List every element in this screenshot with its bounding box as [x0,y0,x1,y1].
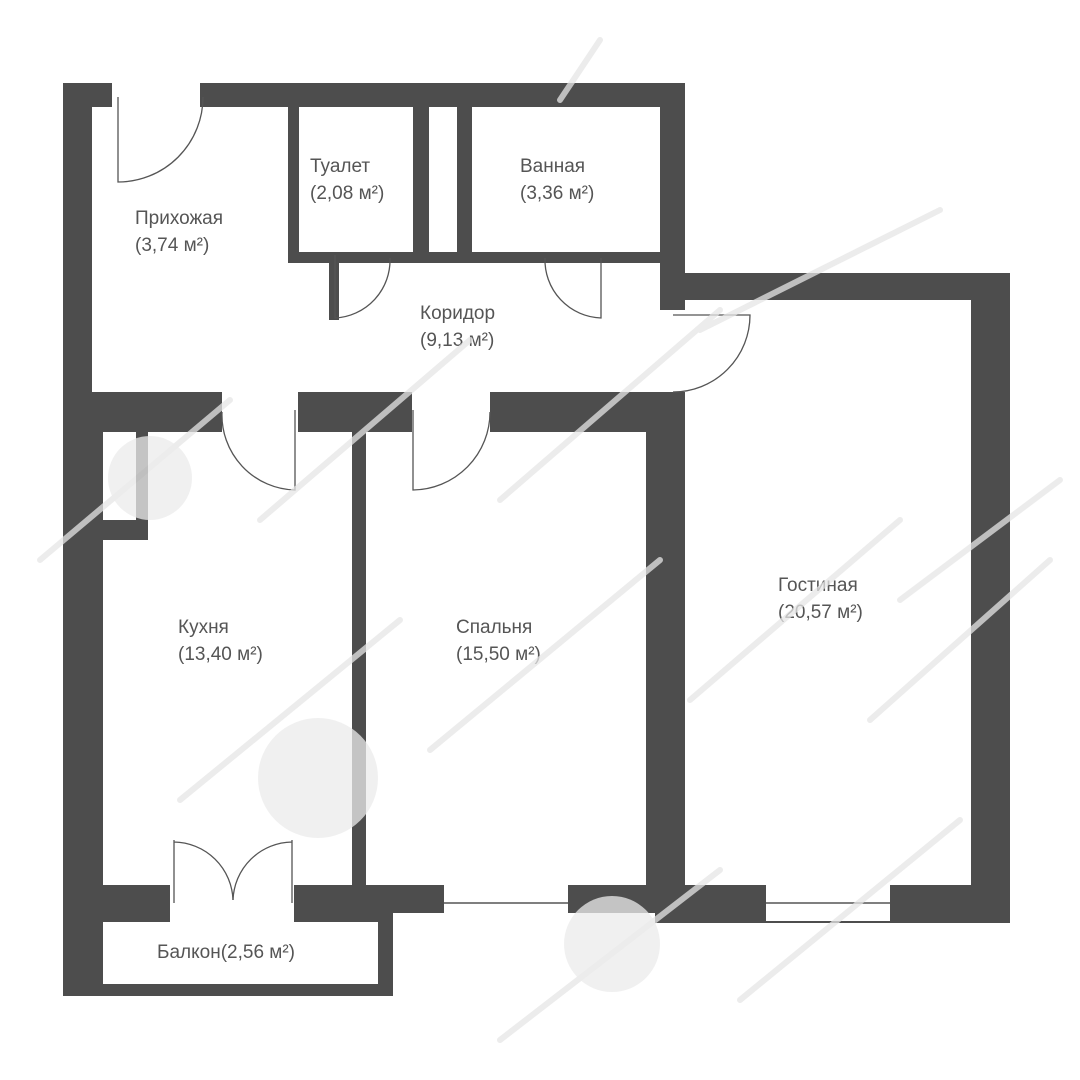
floor-bedroom [366,432,646,885]
floor-bathroom [472,107,660,252]
door-toilet [334,255,391,319]
door-entrance [117,96,204,183]
room-name-bathroom: Ванная [520,156,585,177]
watermark-stroke-1 [37,207,943,563]
watermark-logo-1 [108,436,192,520]
doors [117,96,890,904]
floor-hallway [92,107,288,392]
watermark-logo-3 [564,896,660,992]
watermark-stroke-3 [497,37,1053,1043]
room-labels: Прихожая (3,74 м²) Туалет (2,08 м²) Ванн… [135,156,863,963]
room-area-corridor: (9,13 м²) [420,330,494,351]
room-name-hallway: Прихожая [135,208,223,229]
room-name-toilet: Туалет [310,156,370,177]
door-living [672,314,751,393]
floor-living [685,300,971,885]
door-gap-kitchen [222,390,298,434]
door-bedroom [412,410,491,491]
door-gap-entrance [112,83,200,109]
door-balcony-right [232,840,293,903]
room-name-bedroom: Спальня [456,617,532,638]
floor-balcony [103,922,378,984]
room-area-kitchen: (13,40 м²) [178,644,263,665]
door-gap-bedroom [412,390,490,434]
room-name-kitchen: Кухня [178,617,229,638]
room-name-corridor: Коридор [420,303,495,324]
door-balcony-left [173,840,234,903]
corridor-step-wall [329,252,339,320]
floor-toilet [299,107,413,252]
watermark [37,37,1063,1043]
floor-corridor [288,263,660,392]
door-bathroom [544,257,602,319]
room-area-hallway: (3,74 м²) [135,235,209,256]
door-kitchen [221,410,296,491]
room-area-bedroom: (15,50 м²) [456,644,541,665]
floors [92,83,971,984]
watermark-stroke-2 [177,477,1063,803]
room-name-living: Гостиная [778,575,858,596]
watermark-logo-2 [258,718,378,838]
room-area-bathroom: (3,36 м²) [520,183,594,204]
floor-shaft [429,107,457,252]
room-area-toilet: (2,08 м²) [310,183,384,204]
kitchen-niche-base [103,520,148,540]
balcony-label: Балкон(2,56 м²) [157,942,295,963]
